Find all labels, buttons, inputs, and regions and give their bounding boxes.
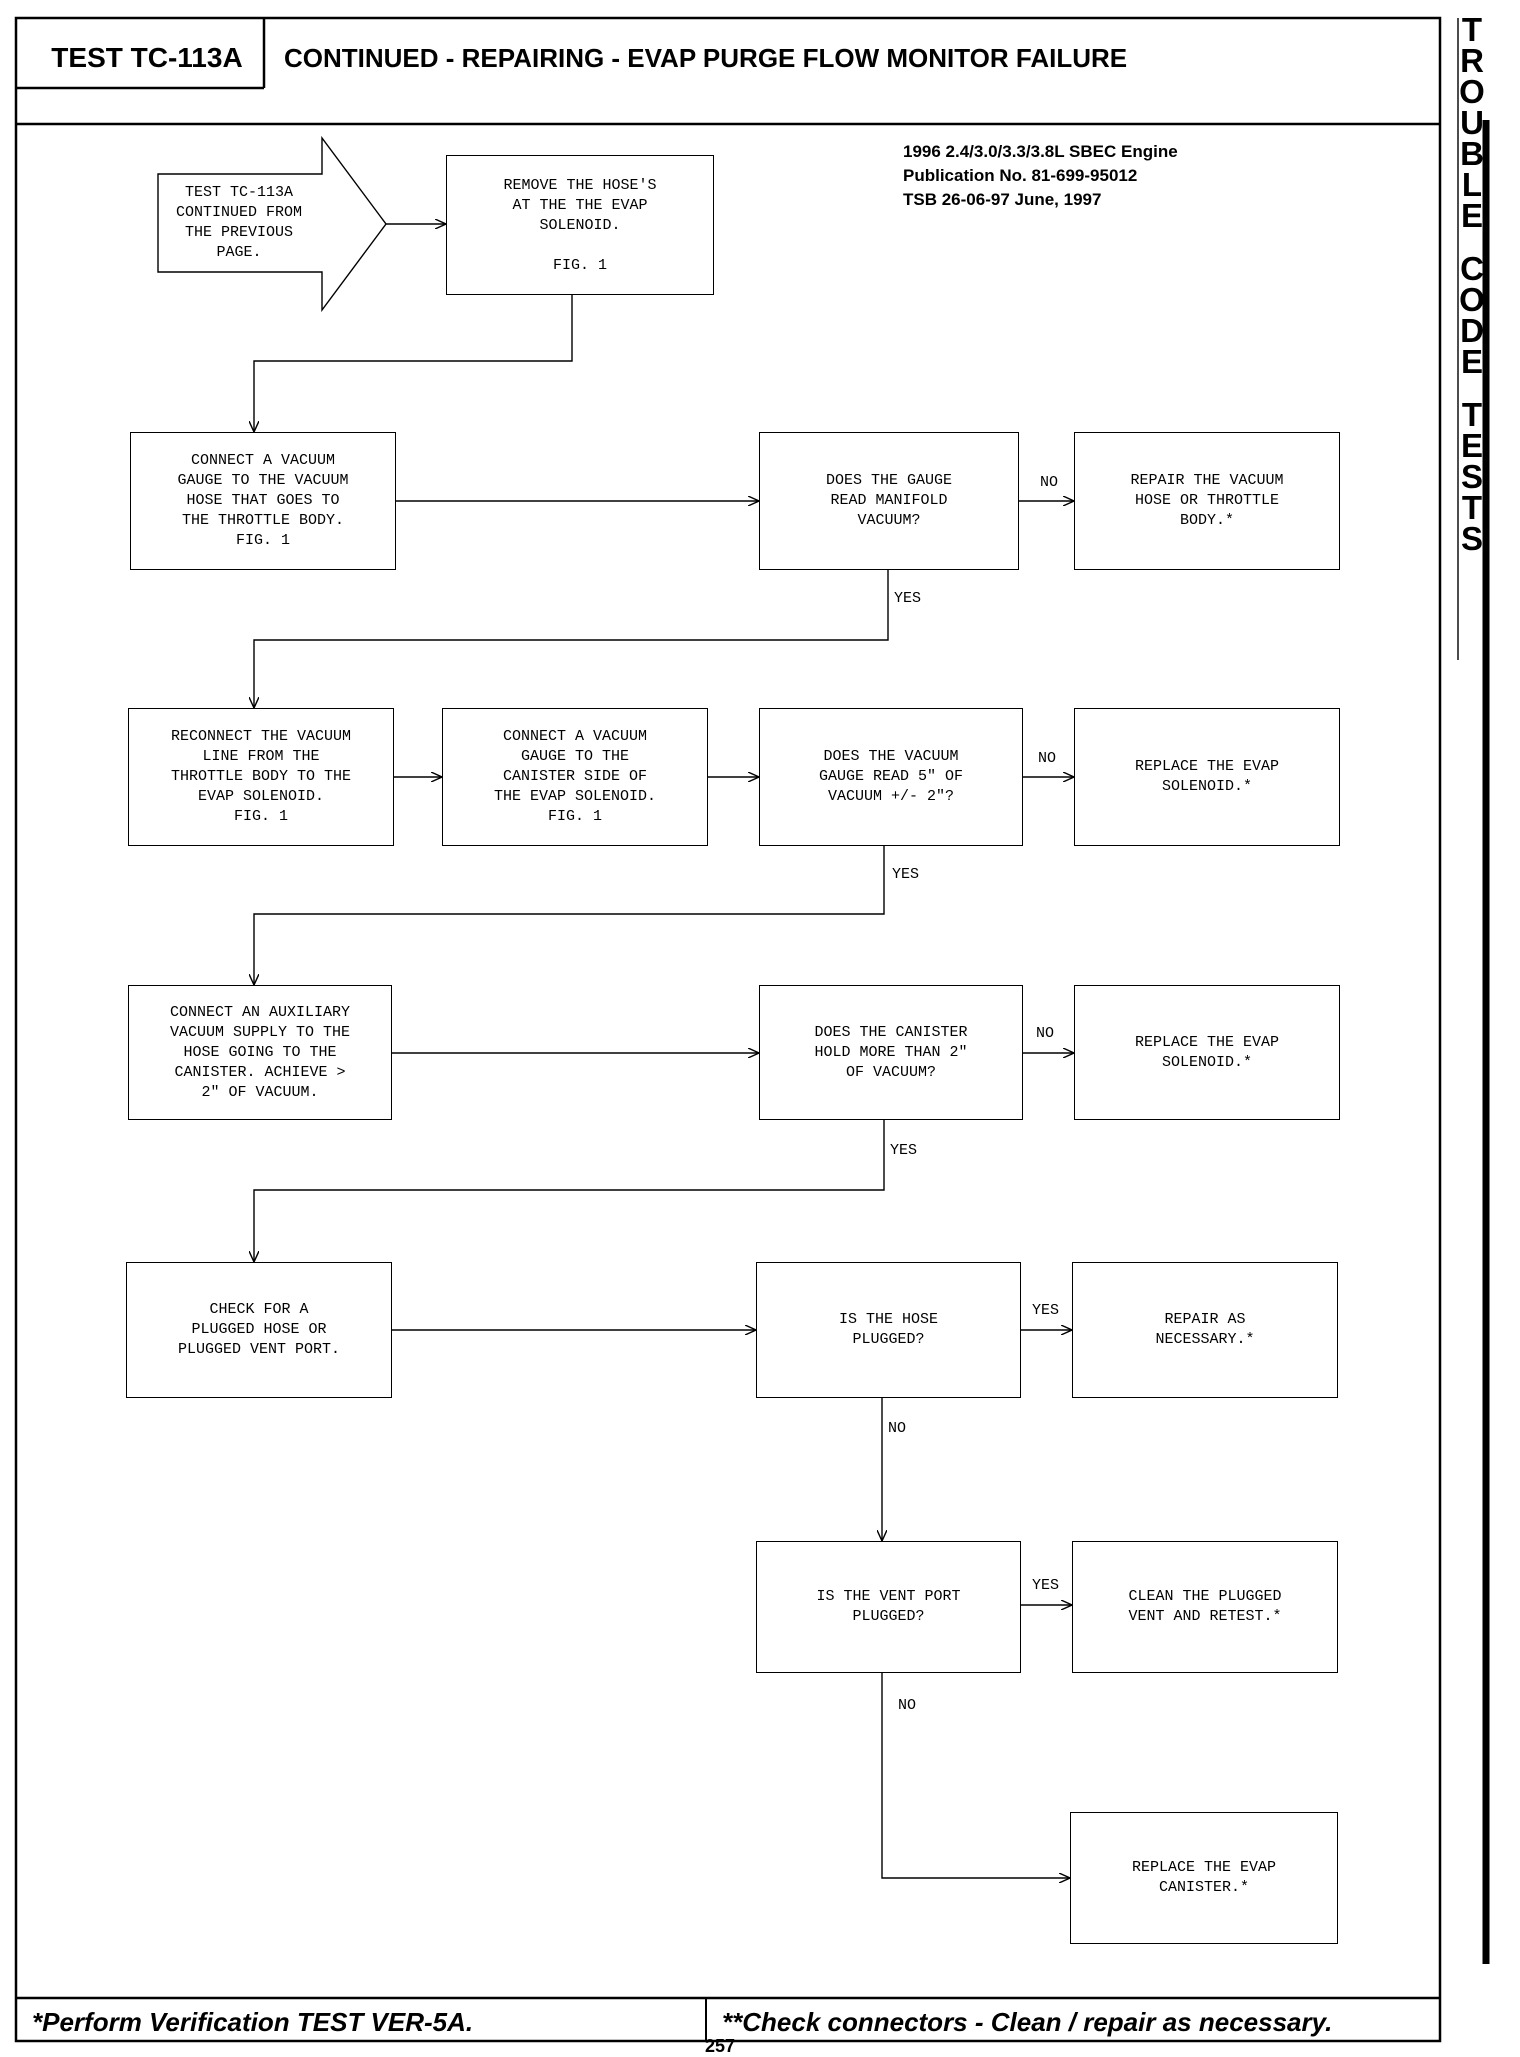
connect-gauge-throttle-step: CONNECT A VACUUM GAUGE TO THE VACUUM HOS… — [130, 432, 396, 570]
engine-info: 1996 2.4/3.0/3.3/3.8L SBEC Engine — [903, 142, 1178, 161]
repair-vacuum-hose-step: REPAIR THE VACUUM HOSE OR THROTTLE BODY.… — [1074, 432, 1340, 570]
branch-label-no: NO — [888, 1420, 907, 1437]
side-tab-letter: E — [1460, 197, 1483, 234]
branch-label-no: NO — [1036, 1025, 1055, 1042]
side-tab-letter: S — [1460, 520, 1483, 557]
tsb-info: TSB 26-06-97 June, 1997 — [903, 190, 1102, 209]
connect-aux-vacuum-step: CONNECT AN AUXILIARY VACUUM SUPPLY TO TH… — [128, 985, 392, 1120]
start-pentagon-shape — [157, 135, 387, 313]
replace-canister-step: REPLACE THE EVAP CANISTER.* — [1070, 1812, 1338, 1944]
footer-connectors-note: **Check connectors - Clean / repair as n… — [722, 2007, 1333, 2037]
side-tab-letter: T — [1461, 11, 1483, 48]
check-plugged-step: CHECK FOR A PLUGGED HOSE OR PLUGGED VENT… — [126, 1262, 392, 1398]
side-tab-letter: O — [1459, 281, 1485, 318]
manifold-vacuum-question: DOES THE GAUGE READ MANIFOLD VACUUM? — [759, 432, 1019, 570]
gauge-5in-question: DOES THE VACUUM GAUGE READ 5" OF VACUUM … — [759, 708, 1023, 846]
clean-vent-step: CLEAN THE PLUGGED VENT AND RETEST.* — [1072, 1541, 1338, 1673]
side-tab-letter: T — [1461, 489, 1483, 526]
footer-verification-note: *Perform Verification TEST VER-5A. — [32, 2007, 474, 2037]
replace-solenoid-step-1: REPLACE THE EVAP SOLENOID.* — [1074, 708, 1340, 846]
side-tab-letter: E — [1460, 427, 1483, 464]
canister-hold-question: DOES THE CANISTER HOLD MORE THAN 2" OF V… — [759, 985, 1023, 1120]
branch-label-yes: YES — [1032, 1302, 1060, 1319]
branch-label-no: NO — [1038, 750, 1057, 767]
page-frame — [14, 16, 1442, 2043]
side-tab-letter: T — [1461, 396, 1483, 433]
branch-label-yes: YES — [894, 590, 922, 607]
hose-plugged-question: IS THE HOSE PLUGGED? — [756, 1262, 1021, 1398]
test-id-title: TEST TC-113A — [51, 42, 243, 73]
branch-label-yes: YES — [1032, 1577, 1060, 1594]
replace-solenoid-step-2: REPLACE THE EVAP SOLENOID.* — [1074, 985, 1340, 1120]
start-continued-node: TEST TC-113A CONTINUED FROM THE PREVIOUS… — [175, 184, 303, 261]
side-tab-letter: C — [1460, 250, 1484, 287]
reconnect-vacuum-line-step: RECONNECT THE VACUUM LINE FROM THE THROT… — [128, 708, 394, 846]
publication-info: Publication No. 81-699-95012 — [903, 166, 1138, 185]
side-tab-letter: E — [1460, 343, 1483, 380]
page-number: 257 — [705, 2036, 736, 2056]
branch-label-no: NO — [898, 1697, 917, 1714]
branch-label-yes: YES — [892, 866, 920, 883]
side-tab-letter: B — [1460, 135, 1484, 172]
page-title: CONTINUED - REPAIRING - EVAP PURGE FLOW … — [284, 42, 1128, 73]
side-tab-letter: S — [1460, 458, 1483, 495]
remove-hoses-step: REMOVE THE HOSE'S AT THE THE EVAP SOLENO… — [446, 155, 714, 295]
vent-plugged-question: IS THE VENT PORT PLUGGED? — [756, 1541, 1021, 1673]
connect-gauge-canister-step: CONNECT A VACUUM GAUGE TO THE CANISTER S… — [442, 708, 708, 846]
repair-as-necessary-step: REPAIR AS NECESSARY.* — [1072, 1262, 1338, 1398]
side-tab-letter: L — [1461, 166, 1483, 203]
branch-label-yes: YES — [890, 1142, 918, 1159]
side-tab-letter: O — [1459, 73, 1485, 110]
side-tab-letter: D — [1460, 312, 1484, 349]
branch-label-no: NO — [1040, 474, 1059, 491]
side-tab-letter: R — [1460, 42, 1484, 79]
side-tab-letter: U — [1460, 104, 1484, 141]
